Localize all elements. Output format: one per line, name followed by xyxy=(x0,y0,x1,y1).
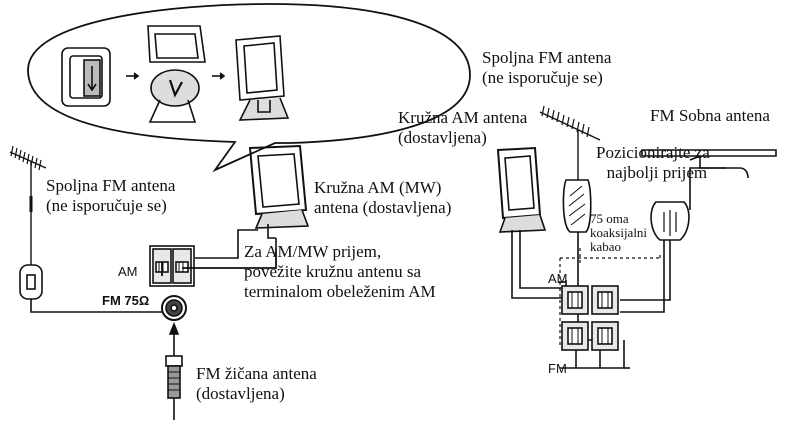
fm-terminal-label-right: FM xyxy=(548,361,567,376)
am-loop-line2: antena (dostavljena) xyxy=(314,198,452,217)
am-loop-antenna-label-left: Kružna AM (MW) antena (dostavljena) xyxy=(314,178,451,218)
fm-wire-line2: (dostavljena) xyxy=(196,384,285,403)
am-instruction-label: Za AM/MW prijem, povežite kružnu antenu … xyxy=(244,242,436,302)
am-terminal-label-right: AM xyxy=(548,271,568,286)
loop-standing-icon xyxy=(235,35,290,121)
outdoor-fm-line2: (ne isporučuje se) xyxy=(46,196,167,215)
outdoor-fm-line1-right: Spoljna FM antena xyxy=(482,48,612,67)
coax-line2: koaksijalni xyxy=(590,225,648,240)
terminal-block-left xyxy=(149,229,277,321)
am-loop-line2-right: (dostavljena) xyxy=(398,128,487,147)
am-instruction-line2: povežite kružnu antenu sa xyxy=(244,262,422,281)
arrow-right-icon xyxy=(212,72,226,80)
outdoor-fm-antenna-left xyxy=(9,145,162,313)
coax-cable-label: 75 oma koaksijalni kabao xyxy=(590,212,647,254)
coax-line1: 75 oma xyxy=(590,211,629,226)
am-instruction-line1: Za AM/MW prijem, xyxy=(244,242,382,261)
am-loop-line1-right: Kružna AM antena xyxy=(398,108,528,127)
fm-indoor-antenna-right xyxy=(559,149,777,348)
outdoor-fm-line2-right: (ne isporučuje se) xyxy=(482,68,603,87)
outdoor-fm-line1: Spoljna FM antena xyxy=(46,176,176,195)
am-terminal-label-left: AM xyxy=(118,264,138,279)
am-loop-antenna-left xyxy=(248,144,310,248)
fm-terminal-label-left: FM 75Ω xyxy=(102,293,150,308)
am-loop-antenna-label-right: Kružna AM antena (dostavljena) xyxy=(398,108,527,148)
coax-line3: kabao xyxy=(590,239,622,254)
loop-unfolding-icon xyxy=(147,25,206,123)
outdoor-fm-antenna-label-left: Spoljna FM antena (ne isporučuje se) xyxy=(46,176,175,216)
am-loop-antenna-right xyxy=(496,146,570,299)
terminal-block-right xyxy=(558,280,630,369)
fm-wire-antenna-label: FM žičana antena (dostavljena) xyxy=(196,364,317,404)
position-tip-line1: Pozicionirajte za xyxy=(596,143,710,162)
outdoor-fm-antenna-label-right: Spoljna FM antena (ne isporučuje se) xyxy=(482,48,611,88)
assembly-callout xyxy=(27,3,471,173)
arrow-right-icon xyxy=(126,72,140,80)
fm-indoor-antenna-label: FM Sobna antena xyxy=(650,106,770,125)
position-tip-label: Pozicionirajte za najbolji prijem xyxy=(596,143,710,183)
am-loop-line1: Kružna AM (MW) xyxy=(314,178,442,197)
fm-wire-line1: FM žičana antena xyxy=(196,364,317,383)
am-instruction-line3: terminalom obeleženim AM xyxy=(244,282,436,301)
position-tip-line2: najbolji prijem xyxy=(606,163,708,182)
loop-folded-icon xyxy=(61,47,111,107)
fm-wire-antenna-left xyxy=(165,321,183,420)
